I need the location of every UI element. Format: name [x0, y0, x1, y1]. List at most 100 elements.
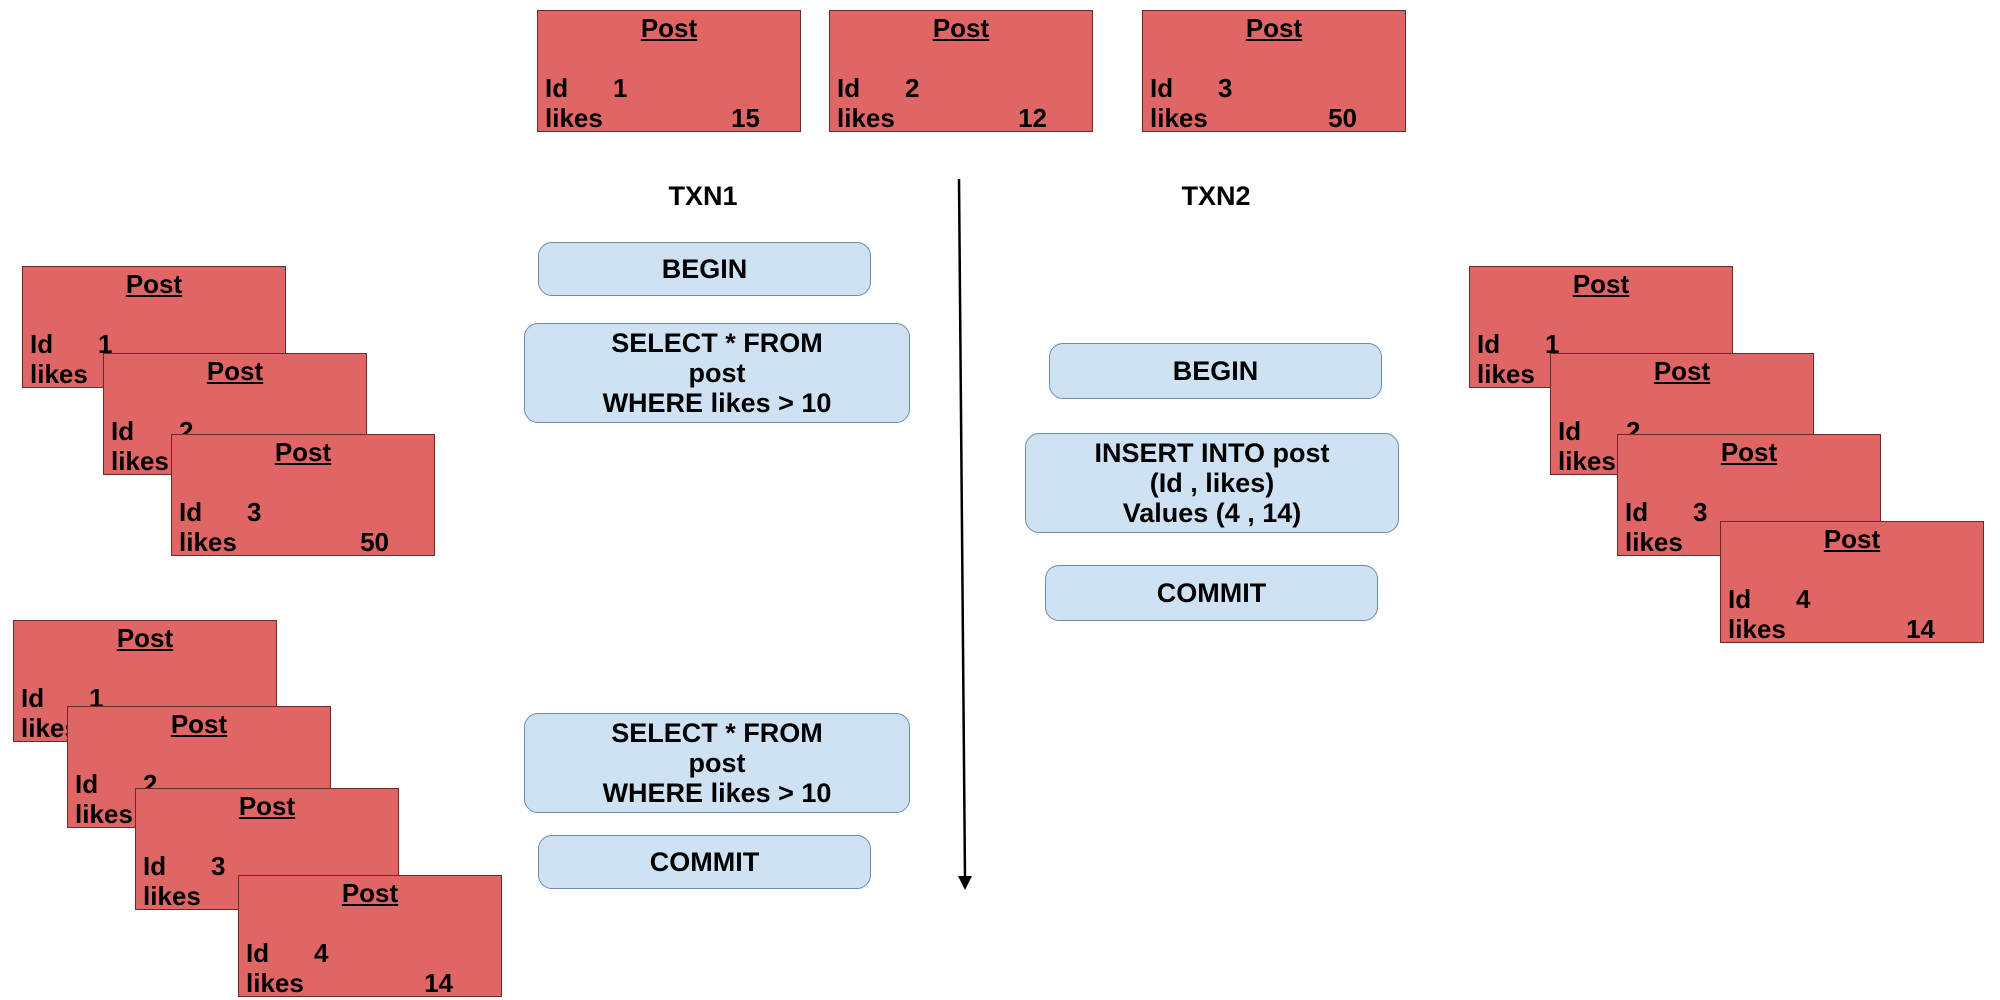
post-id-value: 4 — [314, 938, 329, 968]
txn1-select-step-2: SELECT * FROM post WHERE likes > 10 — [524, 713, 910, 813]
txn2-begin-step: BEGIN — [1049, 343, 1382, 399]
post-title: Post — [206, 356, 264, 386]
post-likes-row: likes — [1477, 359, 1535, 390]
post-title: Post — [125, 269, 183, 299]
id-label: Id — [1558, 416, 1582, 446]
likes-label: likes — [30, 359, 88, 389]
post-title: Post — [640, 13, 698, 43]
likes-label: likes — [1558, 446, 1616, 476]
post-id-value: 1 — [89, 683, 104, 713]
step-text: BEGIN — [1172, 356, 1259, 386]
post-id-row: Id 3 — [1625, 497, 1707, 528]
post-title: Post — [274, 437, 332, 467]
post-likes-value: 50 — [360, 527, 389, 557]
likes-label: likes — [179, 527, 237, 557]
post-id-value: 3 — [1218, 73, 1233, 103]
post-id-value: 4 — [1796, 584, 1811, 614]
post-title: Post — [341, 878, 399, 908]
id-label: Id — [30, 329, 54, 359]
post-likes-value: 15 — [731, 103, 760, 133]
post-id-value: 1 — [1545, 329, 1560, 359]
post-id-row: Id 3 — [1150, 73, 1232, 104]
post-title: Post — [1572, 269, 1630, 299]
id-label: Id — [837, 73, 861, 103]
likes-label: likes — [111, 446, 169, 476]
txn2-title: TXN2 — [1181, 181, 1251, 211]
step-text: SELECT * FROM post WHERE likes > 10 — [602, 718, 832, 808]
post-card-top-1: Post Id 1 likes 15 — [537, 10, 801, 134]
id-label: Id — [179, 497, 203, 527]
txn2-insert-step: INSERT INTO post (Id , likes) Values (4 … — [1025, 433, 1399, 533]
post-title: Post — [1653, 356, 1711, 386]
post-likes-row: likes — [179, 527, 237, 558]
post-likes-row: likes — [30, 359, 88, 390]
id-label: Id — [1625, 497, 1649, 527]
id-label: Id — [1477, 329, 1501, 359]
post-id-row: Id 4 — [246, 938, 328, 969]
step-text: SELECT * FROM post WHERE likes > 10 — [602, 328, 832, 418]
id-label: Id — [246, 938, 270, 968]
post-id-row: Id 2 — [837, 73, 919, 104]
post-likes-row: likes — [1150, 103, 1208, 134]
post-likes-row: likes — [1558, 446, 1616, 477]
likes-label: likes — [1625, 527, 1683, 557]
likes-label: likes — [1150, 103, 1208, 133]
post-title: Post — [1720, 437, 1778, 467]
id-label: Id — [21, 683, 45, 713]
post-id-value: 1 — [98, 329, 113, 359]
txn1-begin-step: BEGIN — [538, 242, 871, 296]
likes-label: likes — [837, 103, 895, 133]
result1-post-3: Post Id 3 likes 50 — [171, 434, 435, 558]
post-likes-row: likes — [1728, 614, 1786, 645]
post-likes-row: likes — [111, 446, 169, 477]
post-id-row: Id 1 — [1477, 329, 1559, 360]
id-label: Id — [545, 73, 569, 103]
likes-label: likes — [246, 968, 304, 998]
likes-label: likes — [1477, 359, 1535, 389]
txn1-commit-step: COMMIT — [538, 835, 871, 889]
post-title: Post — [170, 709, 228, 739]
post-id-value: 2 — [905, 73, 920, 103]
post-likes-row: likes — [837, 103, 895, 134]
post-likes-value: 12 — [1018, 103, 1047, 133]
post-id-value: 3 — [211, 851, 226, 881]
post-id-value: 3 — [1693, 497, 1708, 527]
id-label: Id — [1150, 73, 1174, 103]
post-id-row: Id 1 — [30, 329, 112, 360]
post-title: Post — [932, 13, 990, 43]
post-likes-row: likes — [545, 103, 603, 134]
post-likes-row: likes — [75, 799, 133, 830]
id-label: Id — [75, 769, 99, 799]
txn1-select-step-1: SELECT * FROM post WHERE likes > 10 — [524, 323, 910, 423]
post-card-top-2: Post Id 2 likes 12 — [829, 10, 1093, 134]
txn1-title: TXN1 — [668, 181, 738, 211]
post-id-value: 3 — [247, 497, 262, 527]
step-text: COMMIT — [649, 847, 760, 877]
post-id-value: 1 — [613, 73, 628, 103]
likes-label: likes — [545, 103, 603, 133]
post-id-row: Id 1 — [545, 73, 627, 104]
post-title: Post — [238, 791, 296, 821]
post-likes-row: likes — [143, 881, 201, 912]
post-id-row: Id 1 — [21, 683, 103, 714]
step-text: COMMIT — [1156, 578, 1267, 608]
post-id-row: Id 3 — [179, 497, 261, 528]
post-likes-value: 14 — [1906, 614, 1935, 644]
post-title: Post — [1823, 524, 1881, 554]
likes-label: likes — [1728, 614, 1786, 644]
post-likes-row: likes — [246, 968, 304, 999]
likes-label: likes — [143, 881, 201, 911]
step-text: INSERT INTO post (Id , likes) Values (4 … — [1094, 438, 1330, 528]
txn2-commit-step: COMMIT — [1045, 565, 1378, 621]
step-text: BEGIN — [661, 254, 748, 284]
likes-label: likes — [75, 799, 133, 829]
post-title: Post — [116, 623, 174, 653]
post-title: Post — [1245, 13, 1303, 43]
